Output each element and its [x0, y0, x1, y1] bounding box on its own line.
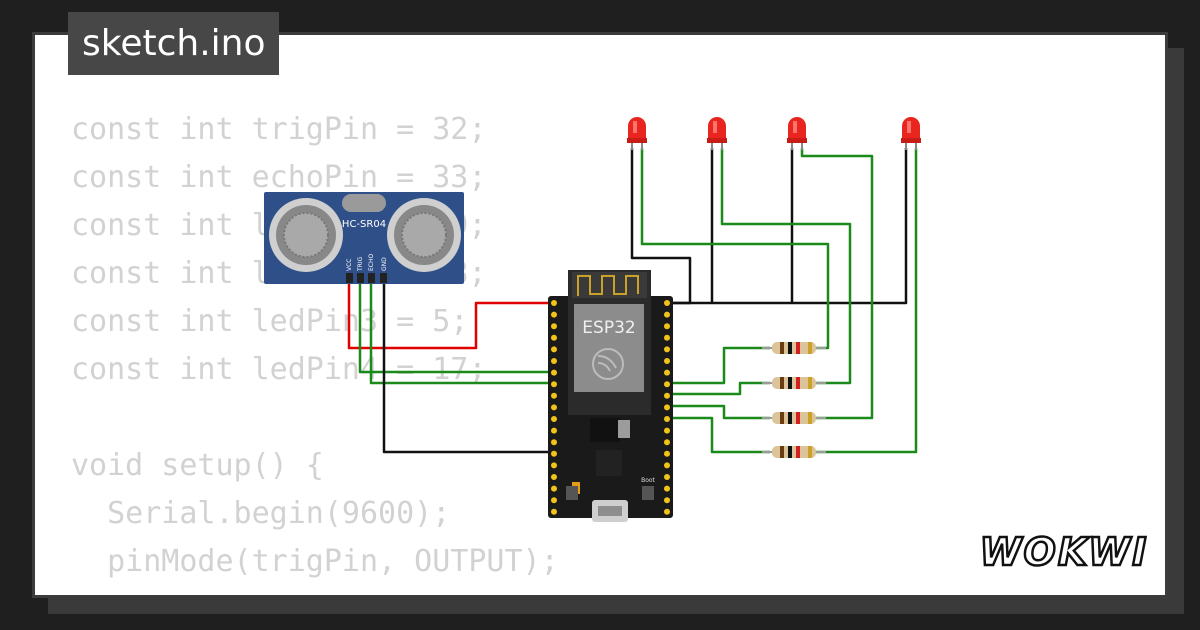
code-line: pinMode(echoPin, INPUT); — [71, 586, 559, 595]
header-pin — [664, 450, 670, 457]
header-pin — [551, 497, 557, 504]
ultrasonic-sensor[interactable]: HC-SR04 VCC TRIG ECHO GND — [264, 192, 464, 284]
transducer-right — [387, 198, 461, 272]
code-line: const int ledPin3 = 5; — [71, 304, 469, 339]
header-pin — [664, 508, 670, 515]
wire-res1-board — [668, 346, 770, 385]
header-pin — [664, 439, 670, 446]
header-pin — [551, 439, 557, 446]
header-pins-left — [551, 300, 557, 515]
header-pin — [551, 416, 557, 422]
sensor-header-pins — [346, 273, 387, 283]
transducer-left — [269, 198, 343, 272]
code-line: const int ledPin4 = 17; — [71, 352, 487, 387]
crystal — [342, 194, 386, 212]
header-pin — [551, 381, 557, 388]
pin-label-trig: TRIG — [357, 256, 364, 272]
file-name-badge[interactable]: sketch.ino — [68, 12, 280, 75]
led-icon[interactable] — [787, 117, 807, 150]
header-pin — [664, 311, 670, 318]
led-icon[interactable] — [707, 117, 727, 150]
esp32-board[interactable]: ESP32 Boot — [548, 270, 673, 522]
sensor-label: HC-SR04 — [342, 219, 386, 230]
header-pin — [551, 427, 557, 434]
wire-led2-res — [720, 148, 852, 385]
wire-led4-gnd — [668, 148, 908, 305]
leds — [627, 117, 921, 150]
header-pin — [664, 392, 670, 399]
code-line: const int echoPin = 33; — [71, 160, 487, 195]
header-pins-right — [664, 300, 670, 515]
usb-chip — [596, 450, 622, 476]
header-pin — [551, 323, 557, 330]
brand-name: WOKWI — [980, 530, 1149, 574]
header-pin — [551, 485, 557, 492]
pin-label-vcc: VCC — [346, 259, 353, 271]
led-icon[interactable] — [627, 117, 647, 150]
header-pin — [551, 346, 557, 353]
wire-res2-board — [668, 381, 770, 396]
header-pin — [664, 369, 670, 376]
pin-label-echo: ECHO — [368, 254, 375, 271]
header-pin — [551, 334, 557, 341]
header-pin — [551, 508, 557, 515]
wire-led4-res — [812, 148, 918, 454]
header-pin — [551, 392, 557, 399]
header-pin — [664, 358, 670, 364]
header-pin — [664, 474, 670, 480]
header-pin — [664, 416, 670, 422]
header-pin — [664, 485, 670, 492]
code-line: Serial.begin(9600); — [71, 496, 451, 531]
header-pin — [551, 369, 557, 376]
header-pin — [664, 346, 670, 353]
regulator — [590, 418, 620, 442]
resistors — [762, 342, 826, 458]
resistor-icon[interactable] — [762, 412, 826, 424]
boot-label: Boot — [641, 477, 655, 484]
wire-gnd-black — [382, 282, 552, 454]
header-pin — [664, 404, 670, 411]
resistor-icon[interactable] — [762, 377, 826, 389]
espressif-logo-icon — [592, 348, 624, 380]
antenna-trace — [577, 275, 639, 296]
code-line: void setup() { — [71, 448, 324, 483]
wires — [347, 148, 918, 454]
header-pin — [664, 427, 670, 434]
wire-vcc-red — [347, 282, 552, 350]
wire-led3-res — [800, 148, 874, 420]
header-pin — [664, 497, 670, 504]
en-button[interactable] — [566, 486, 578, 500]
board-label: ESP32 — [582, 318, 635, 338]
code-line: const int trigPin = 32; — [71, 112, 487, 147]
header-pin — [664, 300, 670, 306]
header-pin — [551, 311, 557, 318]
module-shield — [574, 304, 644, 392]
wire-trig-green — [358, 282, 552, 374]
code-line: pinMode(trigPin, OUTPUT); — [71, 544, 559, 579]
resistor-icon[interactable] — [762, 342, 826, 354]
wokwi-logo: WOKWI — [978, 529, 1149, 576]
resistor-icon[interactable] — [762, 446, 826, 458]
header-pin — [551, 358, 557, 364]
pin-label-gnd: GND — [381, 257, 388, 271]
header-pin — [664, 323, 670, 330]
boot-button[interactable] — [642, 486, 654, 500]
header-pin — [551, 474, 557, 480]
capacitor — [618, 420, 630, 438]
header-pin — [664, 381, 670, 388]
header-pin — [664, 334, 670, 341]
wire-echo-green — [369, 282, 552, 385]
wire-res3-board — [668, 404, 770, 420]
led-icon[interactable] — [901, 117, 921, 150]
header-pin — [551, 450, 557, 457]
header-pin — [664, 462, 670, 469]
wire-res4-board — [668, 416, 770, 454]
header-pin — [551, 300, 557, 306]
header-pin — [551, 404, 557, 411]
header-pin — [551, 462, 557, 469]
